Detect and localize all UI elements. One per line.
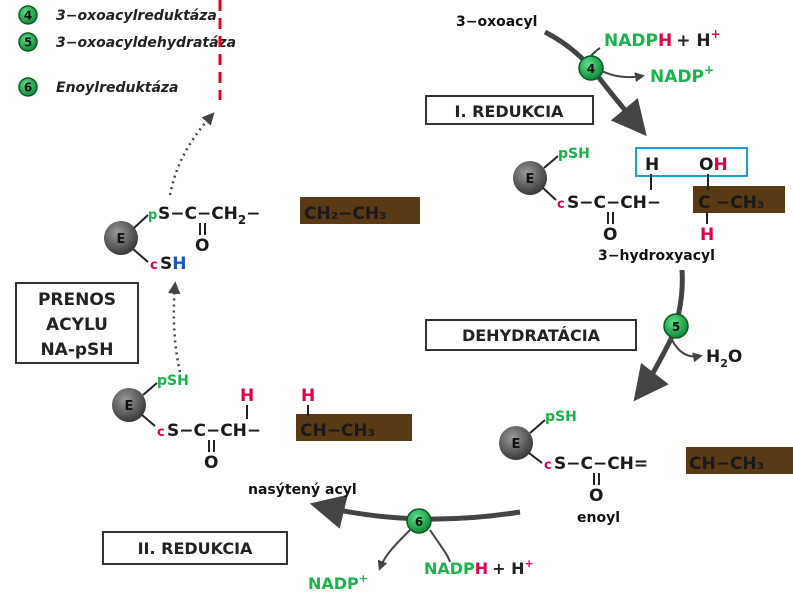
saturated-acyl-structure: E pSH c S−C−CH− CH−CH₃ H H O nasýtený ac… <box>112 373 412 498</box>
legend-label: 3−oxoacylreduktáza <box>56 8 217 24</box>
psh-label: pSH <box>558 146 590 162</box>
water-text: H2O <box>706 347 742 370</box>
saturated-acyl-label: nasýtený acyl <box>248 482 357 498</box>
hydroxyacyl-c: C <box>698 193 710 213</box>
nadp-out-curve-2 <box>377 529 411 571</box>
enzyme-sphere <box>104 221 138 255</box>
legend-label: 3−oxoacyldehydratáza <box>56 35 236 51</box>
enoyl-structure: E pSH c S−C−CH= CH−CH₃ O enoyl <box>499 409 793 526</box>
transferred-chain: S−C−CH2− <box>158 204 261 227</box>
enzyme-e-label: E <box>117 232 126 247</box>
psh-label: pSH <box>545 409 577 425</box>
enzyme-5-badge <box>663 313 689 339</box>
step-reduction-1: 3−oxoacyl NADPH+ H+ 4 NADP+ I. REDUKCIA <box>425 14 721 137</box>
nadp-text-2: NADP+ <box>308 572 368 593</box>
transfer-dotted-arrow <box>168 281 182 373</box>
hydroxyacyl-structure: E pSH c S−C−CH− C −CH₃ H OH O H 3−hydrox… <box>513 146 785 264</box>
enzyme-e-label: E <box>512 437 521 452</box>
oxoacyl-label: 3−oxoacyl <box>456 14 537 30</box>
legend-item-4: 4 3−oxoacylreduktáza <box>18 5 217 25</box>
enzyme-5-number: 5 <box>672 320 680 334</box>
c-label: c <box>157 425 165 440</box>
legend-number: 4 <box>24 9 32 23</box>
saturated-tail-box <box>296 414 412 441</box>
next-cycle-dotted-arrow <box>168 112 215 196</box>
enzyme-6-number: 6 <box>415 515 423 529</box>
hydroxyacyl-chain: S−C−CH− <box>567 193 661 213</box>
enzyme-e-label: E <box>125 399 134 414</box>
nadph-in-curve-2 <box>429 529 451 563</box>
water-out-curve <box>671 339 703 363</box>
c-label: c <box>150 258 158 273</box>
enzyme-sphere <box>112 388 146 422</box>
h-top-1: H <box>240 386 254 406</box>
oh-top: OH <box>699 155 728 175</box>
carbonyl-o: O <box>603 225 617 245</box>
transfer-line-2: ACYLU <box>46 315 108 335</box>
legend-label: Enoylreduktáza <box>56 80 179 96</box>
reduction-1-label: I. REDUKCIA <box>455 102 565 121</box>
c-label: c <box>544 458 552 473</box>
step-reduction-2: 6 NADP+ NADPH+ H+ II. REDUKCIA <box>102 494 534 593</box>
enzyme-6-badge <box>406 508 432 534</box>
psh-label: pSH <box>157 373 189 389</box>
hydroxyacyl-tail-box <box>693 186 785 213</box>
enzyme-e-label: E <box>526 172 535 187</box>
saturated-tail: CH−CH₃ <box>300 421 375 441</box>
hydroxyacyl-tail: −CH₃ <box>716 193 764 213</box>
p-label: p <box>148 208 157 223</box>
enzyme-4-badge <box>578 55 604 81</box>
nadph-text: NADPH+ H+ <box>604 27 721 51</box>
transfer-line-3: NA-pSH <box>40 340 113 360</box>
reduction-1-box <box>425 95 594 125</box>
enoyl-chain: S−C−CH= <box>554 454 648 474</box>
saturated-chain: S−C−CH− <box>167 421 261 441</box>
legend-number: 6 <box>24 81 32 95</box>
dehydration-arrow <box>633 269 685 402</box>
hydroxyacyl-label: 3−hydroxyacyl <box>598 248 715 264</box>
legend: 4 3−oxoacylreduktáza 5 3−oxoacyldehydrat… <box>18 0 236 100</box>
enoyl-tail: CH−CH₃ <box>689 454 764 474</box>
carbonyl-o: O <box>204 453 218 473</box>
reduction-2-label: II. REDUKCIA <box>138 539 253 558</box>
legend-item-5: 5 3−oxoacyldehydratáza <box>18 32 236 52</box>
nadph-text-2: NADPH+ H+ <box>424 557 534 578</box>
transfer-box <box>15 282 139 364</box>
c-label: c <box>557 197 565 212</box>
h-bottom: H <box>700 225 714 245</box>
transferred-tail: CH₂−CH₃ <box>304 204 387 224</box>
enzyme-4-number: 4 <box>587 62 595 76</box>
reduction-2-arrow <box>309 494 521 529</box>
carbonyl-o: O <box>589 486 603 506</box>
step-transfer: PRENOS ACYLU NA-pSH <box>15 281 182 373</box>
enoyl-label: enoyl <box>577 510 620 526</box>
enoyl-tail-box <box>686 447 793 474</box>
highlight-box <box>635 147 748 177</box>
enzyme-sphere <box>499 426 533 460</box>
transfer-line-1: PRENOS <box>38 290 116 310</box>
transferred-tail-box <box>300 197 420 224</box>
h-top-left: H <box>645 155 659 175</box>
h-top-2: H <box>301 386 315 406</box>
dehydration-label: DEHYDRATÁCIA <box>462 326 601 345</box>
legend-item-6: 6 Enoylreduktáza <box>18 77 179 97</box>
nadp-out-curve <box>599 69 645 83</box>
legend-number: 5 <box>24 36 32 50</box>
reduction-2-box <box>102 531 288 565</box>
nadp-text: NADP+ <box>650 63 714 87</box>
carbonyl-o: O <box>195 236 209 256</box>
free-sh: SH <box>160 254 186 274</box>
transferred-acyl-structure: E p S−C−CH2− CH₂−CH₃ O c SH <box>104 112 420 274</box>
enzyme-sphere <box>513 161 547 195</box>
dehydration-box <box>425 319 637 351</box>
step-dehydration: 5 H2O DEHYDRATÁCIA <box>425 269 742 402</box>
